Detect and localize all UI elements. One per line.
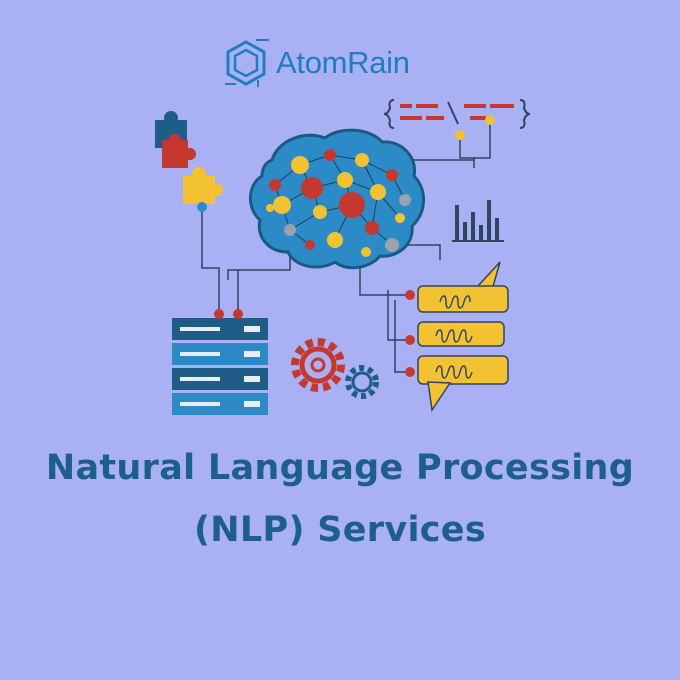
nlp-illustration <box>155 99 531 415</box>
brain-network-icon <box>249 128 425 270</box>
bar-chart-icon <box>452 200 504 242</box>
server-stack-icon <box>172 309 268 415</box>
hexagon-logo-icon <box>225 39 269 87</box>
puzzle-icon <box>155 111 223 204</box>
headline-line-2: (NLP) Services <box>194 510 486 550</box>
headline-line-1: Natural Language Processing <box>45 448 635 488</box>
speech-bubbles-icon <box>405 261 509 413</box>
code-braces-icon <box>383 99 531 140</box>
gears-icon <box>291 338 379 399</box>
brand-logo: AtomRain <box>222 38 410 88</box>
brand-name: AtomRain <box>276 45 410 80</box>
